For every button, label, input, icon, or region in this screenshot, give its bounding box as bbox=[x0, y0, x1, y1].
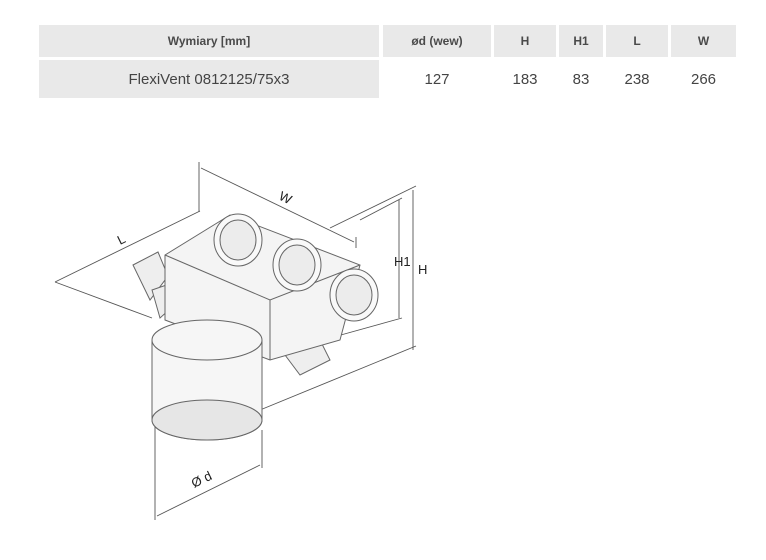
cell-w: 266 bbox=[690, 70, 717, 88]
header-w: W bbox=[671, 25, 736, 57]
header-l: L bbox=[606, 25, 668, 57]
cell-h1: 83 bbox=[572, 70, 590, 88]
cell-model: FlexiVent 0812125/75x3 bbox=[39, 60, 379, 98]
label-w: W bbox=[277, 188, 295, 207]
cell-diameter: 127 bbox=[424, 70, 450, 88]
label-l: L bbox=[115, 231, 128, 248]
header-h: H bbox=[494, 25, 556, 57]
cell-l: 238 bbox=[624, 70, 650, 88]
label-h1: H1 bbox=[394, 254, 411, 269]
label-h: H bbox=[418, 262, 427, 277]
header-dimensions: Wymiary [mm] bbox=[39, 25, 379, 57]
header-h1: H1 bbox=[559, 25, 603, 57]
header-diameter: ød (wew) bbox=[383, 25, 491, 57]
dimensions-table: Wymiary [mm] ød (wew) H H1 L W FlexiVent… bbox=[39, 25, 736, 99]
technical-drawing: W L H1 H Ø d bbox=[54, 162, 427, 520]
cell-h: 183 bbox=[512, 70, 538, 88]
label-d: Ø d bbox=[189, 468, 214, 491]
